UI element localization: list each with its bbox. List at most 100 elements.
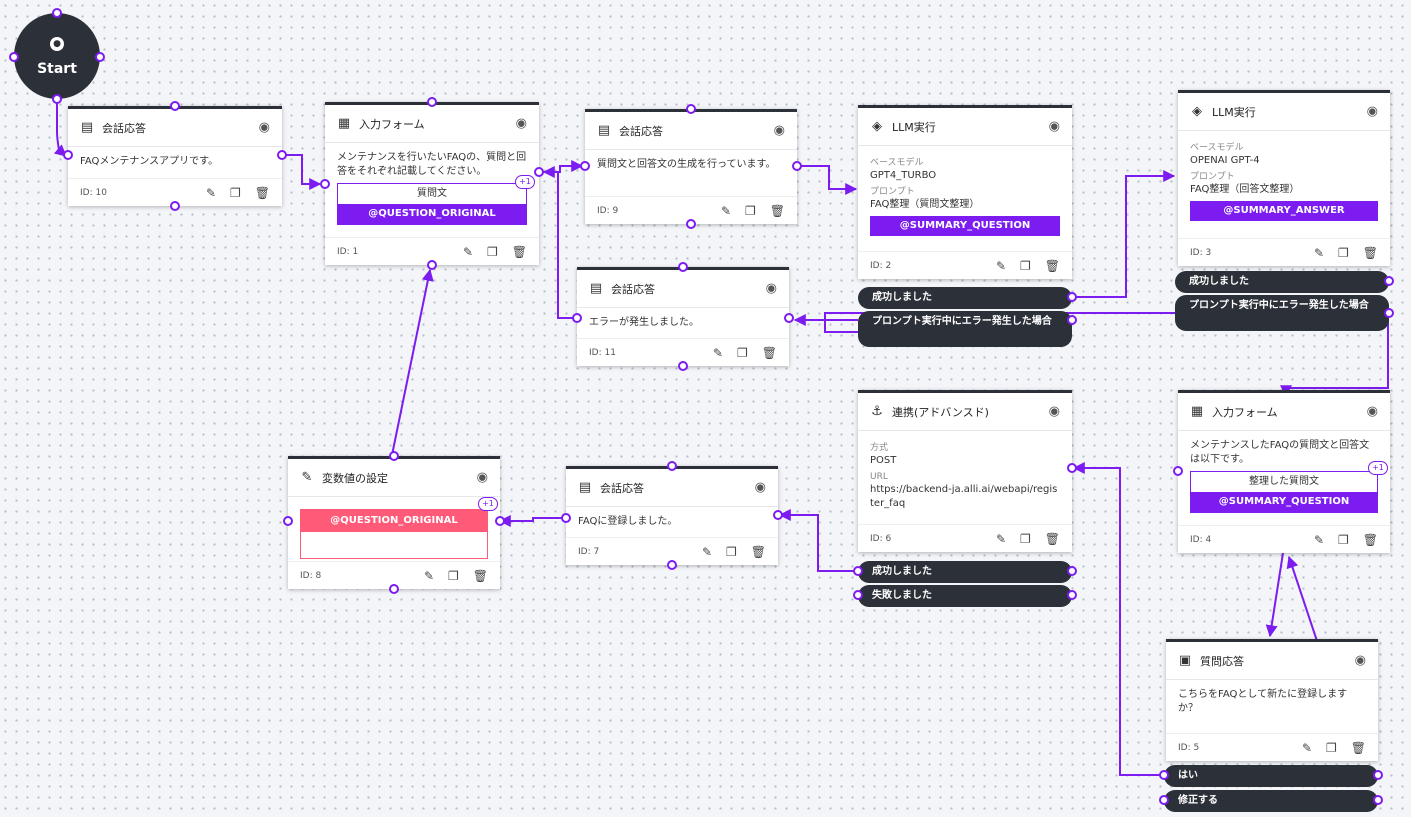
- output-fix[interactable]: 修正する: [1164, 790, 1378, 812]
- connection-port[interactable]: [773, 510, 783, 520]
- connection-port[interactable]: [1373, 770, 1383, 780]
- connection-port[interactable]: [534, 167, 544, 177]
- connection-port[interactable]: [667, 560, 677, 570]
- connection-port[interactable]: [427, 260, 437, 270]
- pencil-icon[interactable]: ✎: [205, 185, 216, 200]
- node-8[interactable]: ✎変数値の設定◉ @QUESTION_ORIGINAL +1 ID: 8✎❐🗑: [288, 456, 500, 589]
- connection-port[interactable]: [1159, 770, 1169, 780]
- connection-port[interactable]: [1373, 795, 1383, 805]
- trash-icon[interactable]: 🗑: [1362, 532, 1378, 547]
- eye-icon[interactable]: ◉: [1366, 104, 1378, 119]
- copy-icon[interactable]: ❐: [1338, 245, 1349, 260]
- node-1[interactable]: ▦入力フォーム◉ メンテナンスを行いたいFAQの、質問と回答をそれぞれ記載してく…: [325, 102, 539, 265]
- copy-icon[interactable]: ❐: [726, 544, 737, 559]
- connection-port[interactable]: [853, 590, 863, 600]
- output-error[interactable]: プロンプト実行中にエラー発生した場合: [858, 311, 1072, 347]
- connection-port[interactable]: [792, 161, 802, 171]
- connection-port[interactable]: [63, 150, 73, 160]
- connection-port[interactable]: [667, 461, 677, 471]
- trash-icon[interactable]: 🗑: [1044, 531, 1060, 546]
- connection-port[interactable]: [495, 516, 505, 526]
- trash-icon[interactable]: 🗑: [1044, 258, 1060, 273]
- connection-port[interactable]: [1159, 795, 1169, 805]
- connection-port[interactable]: [1384, 308, 1394, 318]
- connection-port[interactable]: [561, 513, 571, 523]
- connection-port[interactable]: [678, 361, 688, 371]
- connection-port[interactable]: [784, 313, 794, 323]
- copy-icon[interactable]: ❐: [737, 345, 748, 360]
- connection-port[interactable]: [686, 104, 696, 114]
- pencil-icon[interactable]: ✎: [1313, 245, 1324, 260]
- pencil-icon[interactable]: ✎: [1313, 532, 1324, 547]
- trash-icon[interactable]: 🗑: [472, 568, 488, 583]
- connection-port[interactable]: [1384, 276, 1394, 286]
- trash-icon[interactable]: 🗑: [769, 203, 785, 218]
- connection-port[interactable]: [170, 101, 180, 111]
- connection-port[interactable]: [686, 219, 696, 229]
- trash-icon[interactable]: 🗑: [761, 345, 777, 360]
- node-4[interactable]: ▦入力フォーム◉ メンテナンスしたFAQの質問文と回答文は以下です。 整理した質…: [1178, 390, 1390, 553]
- connection-port[interactable]: [277, 150, 287, 160]
- trash-icon[interactable]: 🗑: [1350, 740, 1366, 755]
- start-node[interactable]: ● Start: [14, 13, 100, 99]
- eye-icon[interactable]: ◉: [1366, 404, 1378, 419]
- connection-port[interactable]: [1067, 566, 1077, 576]
- output-success[interactable]: 成功しました: [858, 561, 1072, 583]
- node-10[interactable]: ▤会話応答◉ FAQメンテナンスアプリです。 ID: 10✎❐🗑: [68, 106, 282, 206]
- connection-port[interactable]: [1067, 292, 1077, 302]
- pencil-icon[interactable]: ✎: [423, 568, 434, 583]
- eye-icon[interactable]: ◉: [476, 470, 488, 485]
- connection-port[interactable]: [1173, 466, 1183, 476]
- trash-icon[interactable]: 🗑: [511, 244, 527, 259]
- connection-port[interactable]: [1067, 590, 1077, 600]
- output-success[interactable]: 成功しました: [1175, 271, 1389, 293]
- connection-port[interactable]: [170, 201, 180, 211]
- eye-icon[interactable]: ◉: [1048, 119, 1060, 134]
- pencil-icon[interactable]: ✎: [720, 203, 731, 218]
- pencil-icon[interactable]: ✎: [1301, 740, 1312, 755]
- connection-port[interactable]: [9, 52, 19, 62]
- node-7[interactable]: ▤会話応答◉ FAQに登録しました。 ID: 7✎❐🗑: [566, 466, 778, 565]
- eye-icon[interactable]: ◉: [258, 120, 270, 135]
- copy-icon[interactable]: ❐: [448, 568, 459, 583]
- output-error[interactable]: プロンプト実行中にエラー発生した場合: [1175, 295, 1389, 331]
- copy-icon[interactable]: ❐: [745, 203, 756, 218]
- connection-port[interactable]: [95, 52, 105, 62]
- connection-port[interactable]: [678, 262, 688, 272]
- connection-port[interactable]: [853, 566, 863, 576]
- eye-icon[interactable]: ◉: [515, 116, 527, 131]
- eye-icon[interactable]: ◉: [1354, 653, 1366, 668]
- copy-icon[interactable]: ❐: [487, 244, 498, 259]
- connection-port[interactable]: [52, 8, 62, 18]
- node-9[interactable]: ▤会話応答◉ 質問文と回答文の生成を行っています。 ID: 9✎❐🗑: [585, 109, 797, 224]
- connection-port[interactable]: [52, 94, 62, 104]
- connection-port[interactable]: [389, 451, 399, 461]
- trash-icon[interactable]: 🗑: [1362, 245, 1378, 260]
- output-yes[interactable]: はい: [1164, 765, 1378, 787]
- copy-icon[interactable]: ❐: [230, 185, 241, 200]
- pencil-icon[interactable]: ✎: [995, 531, 1006, 546]
- trash-icon[interactable]: 🗑: [750, 544, 766, 559]
- node-5[interactable]: ▣質問応答◉ こちらをFAQとして新たに登録しますか？ ID: 5✎❐🗑: [1166, 639, 1378, 761]
- node-2[interactable]: ◈LLM実行◉ ベースモデル GPT4_TURBO プロンプト FAQ整理（質問…: [858, 105, 1072, 279]
- copy-icon[interactable]: ❐: [1020, 531, 1031, 546]
- node-11[interactable]: ▤会話応答◉ エラーが発生しました。 ID: 11✎❐🗑: [577, 267, 789, 366]
- connection-port[interactable]: [1067, 315, 1077, 325]
- pencil-icon[interactable]: ✎: [712, 345, 723, 360]
- eye-icon[interactable]: ◉: [773, 123, 785, 138]
- connection-port[interactable]: [580, 161, 590, 171]
- eye-icon[interactable]: ◉: [765, 281, 777, 296]
- copy-icon[interactable]: ❐: [1020, 258, 1031, 273]
- output-success[interactable]: 成功しました: [858, 287, 1072, 309]
- pencil-icon[interactable]: ✎: [701, 544, 712, 559]
- eye-icon[interactable]: ◉: [1048, 404, 1060, 419]
- pencil-icon[interactable]: ✎: [462, 244, 473, 259]
- connection-port[interactable]: [1067, 463, 1077, 473]
- output-fail[interactable]: 失敗しました: [858, 585, 1072, 607]
- connection-port[interactable]: [283, 516, 293, 526]
- trash-icon[interactable]: 🗑: [254, 185, 270, 200]
- copy-icon[interactable]: ❐: [1326, 740, 1337, 755]
- node-3[interactable]: ◈LLM実行◉ ベースモデル OPENAI GPT-4 プロンプト FAQ整理（…: [1178, 90, 1390, 266]
- connection-port[interactable]: [427, 97, 437, 107]
- connection-port[interactable]: [572, 313, 582, 323]
